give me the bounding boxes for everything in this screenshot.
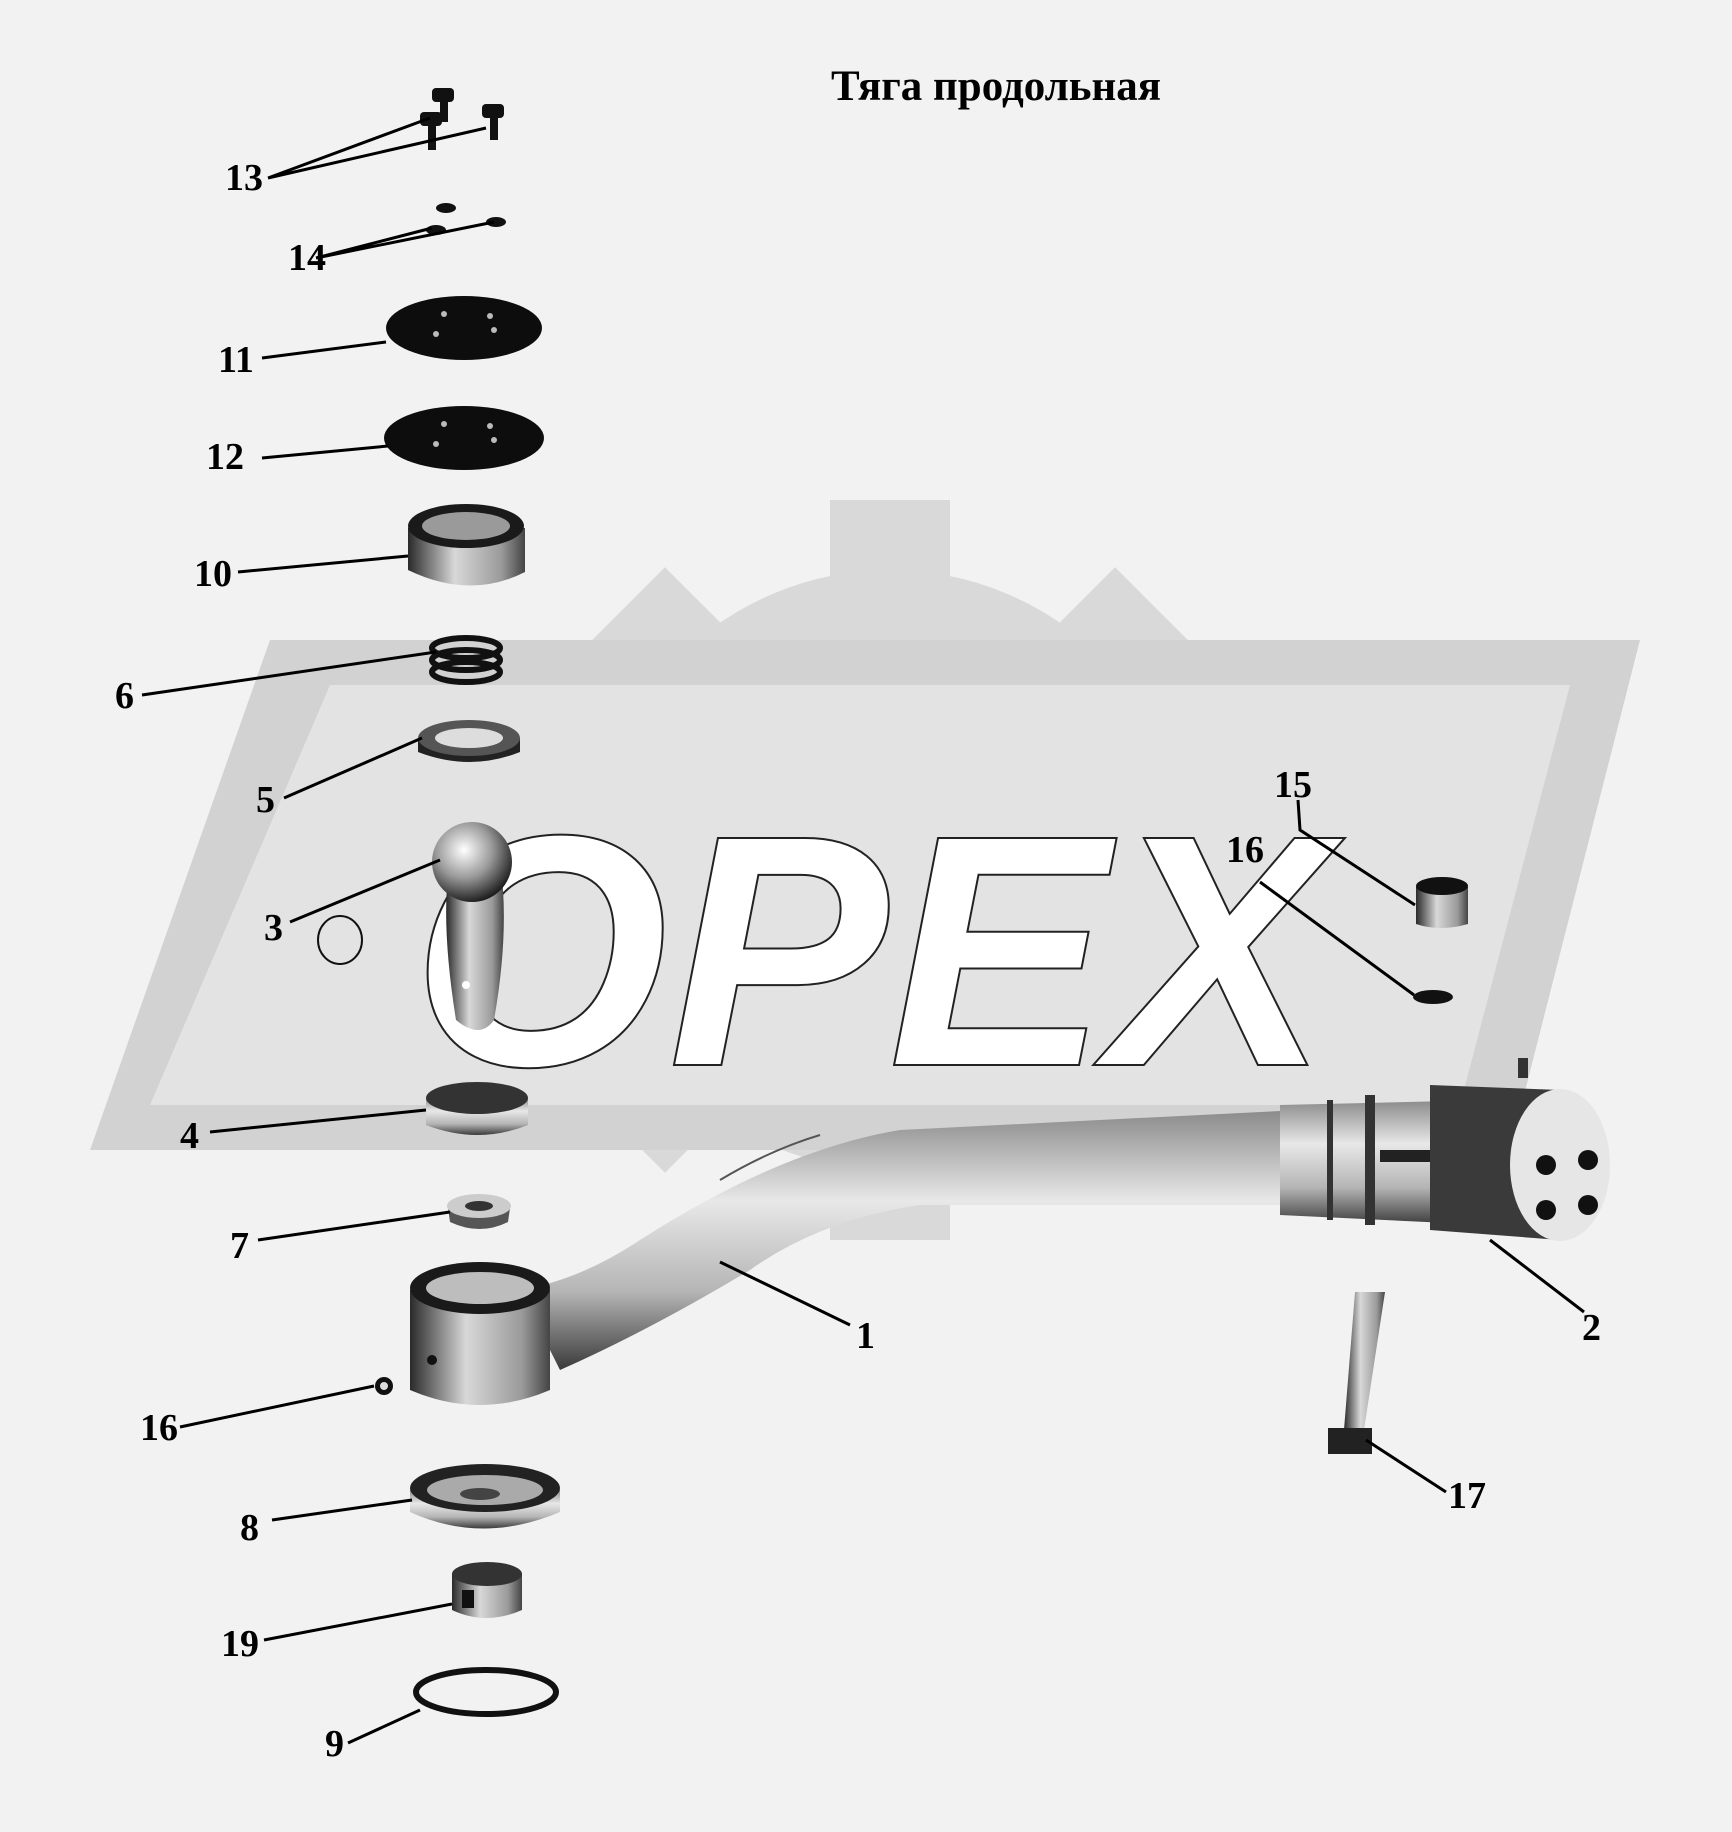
- part-bushing: [408, 504, 525, 586]
- callout-19: 19: [221, 1623, 259, 1665]
- callout-7: 7: [230, 1225, 249, 1267]
- callout-1: 1: [856, 1315, 875, 1357]
- leader-lines: [141, 116, 1585, 1745]
- callout-labels: 13 14 11 12 10 6 5 3 4 7 16 8 19 9 1 2 1…: [115, 157, 1601, 1765]
- callout-8: 8: [240, 1507, 259, 1549]
- part-ball-pin: [317, 822, 512, 1030]
- part-washers: [426, 203, 506, 235]
- callout-16-left: 16: [140, 1407, 178, 1449]
- part-cup: [410, 1464, 560, 1529]
- callout-12: 12: [206, 436, 244, 478]
- callout-3: 3: [264, 907, 283, 949]
- part-bolts: [420, 88, 504, 150]
- callout-13: 13: [225, 157, 263, 199]
- part-nut-small: [1413, 877, 1468, 1004]
- page-title: Тяга продольная: [830, 63, 1162, 110]
- callout-14: 14: [288, 237, 326, 279]
- callout-17: 17: [1448, 1475, 1486, 1517]
- watermark-text: OPEX: [411, 766, 1345, 1135]
- callout-9: 9: [325, 1723, 344, 1765]
- callout-15: 15: [1274, 764, 1312, 806]
- part-gasket: [384, 406, 544, 470]
- part-rod: [410, 1110, 1300, 1405]
- part-pin: [375, 1377, 393, 1395]
- callout-4: 4: [180, 1115, 199, 1157]
- callout-16-right: 16: [1226, 829, 1264, 871]
- part-ring: [413, 1667, 559, 1717]
- part-nut: [447, 1194, 511, 1229]
- callout-2: 2: [1582, 1307, 1601, 1349]
- part-seat-upper: [418, 720, 520, 762]
- part-clamp-end: [1280, 1058, 1610, 1241]
- part-cover-plate: [386, 296, 542, 360]
- callout-10: 10: [194, 553, 232, 595]
- part-spring: [429, 635, 503, 685]
- part-seat-lower: [426, 1082, 528, 1135]
- part-bolt: [1328, 1292, 1385, 1454]
- watermark-band-inner: [150, 685, 1570, 1105]
- part-retainer: [452, 1562, 522, 1618]
- callout-5: 5: [256, 779, 275, 821]
- callout-6: 6: [115, 675, 134, 717]
- callout-11: 11: [218, 339, 254, 381]
